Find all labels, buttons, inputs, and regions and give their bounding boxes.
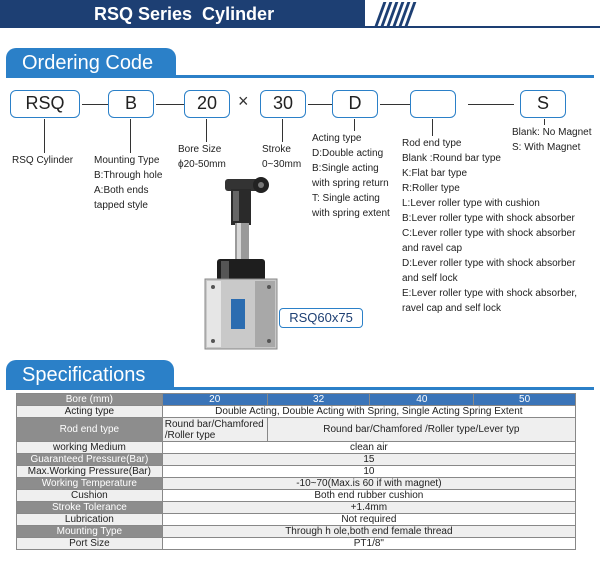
label-rod-end-type: Rod end type Blank :Round bar type K:Fla…	[402, 138, 578, 314]
bore-column-header: 20	[161, 393, 268, 406]
table-row: Rod end type Round bar/Chamfored /Roller…	[16, 417, 577, 442]
code-dash	[468, 104, 514, 105]
code-box-rod-end	[410, 90, 456, 118]
header-stripes	[365, 0, 600, 28]
label-acting-type: Acting type D:Double acting B:Single act…	[312, 133, 390, 219]
label-bore-size: Bore Size ϕ20-50mm	[178, 144, 226, 170]
label-magnet: Blank: No Magnet S: With Magnet	[512, 127, 592, 153]
table-row: Max.Working Pressure(Bar) 10	[16, 465, 577, 478]
bore-column-header: 40	[369, 393, 475, 406]
model-tag: RSQ60x75	[279, 308, 363, 328]
section-rule	[6, 387, 594, 390]
page-header: RSQ Series Cylinder	[0, 0, 600, 28]
connector-line	[282, 119, 283, 142]
connector-line	[354, 119, 355, 131]
row-label: Lubrication	[16, 513, 163, 526]
header-rule	[365, 26, 600, 28]
row-value: Not required	[161, 513, 577, 526]
cylinder-product-image	[204, 177, 278, 350]
row-value: +1.4mm	[161, 501, 577, 514]
code-dash	[156, 104, 184, 105]
code-box-mounting: B	[108, 90, 154, 118]
row-label: Cushion	[16, 489, 163, 502]
row-value: Through h ole,both end female thread	[161, 525, 577, 538]
bore-column-header: 50	[473, 393, 576, 406]
bore-column-header: 32	[266, 393, 371, 406]
specifications-section-header: Specifications	[0, 360, 600, 390]
ordering-code-section-header: Ordering Code	[0, 48, 600, 78]
row-value: clean air	[161, 441, 577, 454]
section-rule	[6, 75, 594, 78]
table-row: Mounting Type Through h ole,both end fem…	[16, 525, 577, 538]
row-value-first: Round bar/Chamfored /Roller type	[161, 417, 268, 442]
code-dash	[380, 104, 410, 105]
section-title: Ordering Code	[6, 48, 176, 78]
connector-line	[130, 119, 131, 153]
table-header-row: Bore (mm) 20 32 40 50	[16, 393, 576, 406]
connector-line	[544, 119, 545, 125]
table-row: Lubrication Not required	[16, 513, 577, 526]
code-dash	[82, 104, 108, 105]
label-series: RSQ Cylinder	[12, 155, 74, 166]
section-title: Specifications	[6, 360, 174, 390]
row-value: Both end rubber cushion	[161, 489, 577, 502]
code-times-sign: ×	[238, 91, 249, 111]
connector-line	[44, 119, 45, 153]
label-mounting-type: Mounting Type B:Through hole A:Both ends…	[94, 155, 163, 211]
row-value: 10	[161, 465, 577, 478]
code-box-stroke: 30	[260, 90, 306, 118]
code-box-bore: 20	[184, 90, 230, 118]
page-title: RSQ Series Cylinder	[94, 4, 275, 24]
row-value: Round bar/Chamfored /Roller type/Lever t…	[266, 417, 577, 442]
row-value: -10~70(Max.is 60 if with magnet)	[161, 477, 577, 490]
specifications-table: Bore (mm) 20 32 40 50 Acting type Double…	[16, 393, 577, 550]
code-dash	[308, 104, 332, 105]
row-value: Double Acting, Double Acting with Spring…	[161, 405, 577, 418]
row-label: Acting type	[16, 405, 163, 418]
header-band	[0, 0, 365, 28]
row-label: Max.Working Pressure(Bar)	[16, 465, 163, 478]
table-row: Port Size PT1/8"	[16, 537, 577, 550]
label-stroke: Stroke 0~30mm	[262, 144, 302, 170]
row-label: Rod end type	[16, 417, 163, 442]
row-label: Working Temperature	[16, 477, 163, 490]
table-row: working Medium clean air	[16, 441, 577, 454]
row-value: 15	[161, 453, 577, 466]
code-box-magnet: S	[520, 90, 566, 118]
row-label: Mounting Type	[16, 525, 163, 538]
connector-line	[206, 119, 207, 142]
code-box-series: RSQ	[10, 90, 80, 118]
row-label: Stroke Tolerance	[16, 501, 163, 514]
table-row: Cushion Both end rubber cushion	[16, 489, 577, 502]
table-row: Working Temperature -10~70(Max.is 60 if …	[16, 477, 577, 490]
table-row: Acting type Double Acting, Double Acting…	[16, 405, 577, 418]
table-row: Stroke Tolerance +1.4mm	[16, 501, 577, 514]
row-value: PT1/8"	[161, 537, 577, 550]
connector-line	[432, 119, 433, 136]
table-row: Guaranteed Pressure(Bar) 15	[16, 453, 577, 466]
row-label: Port Size	[16, 537, 163, 550]
bore-header-label: Bore (mm)	[16, 393, 163, 406]
row-label: working Medium	[16, 441, 163, 454]
code-box-acting: D	[332, 90, 378, 118]
row-label: Guaranteed Pressure(Bar)	[16, 453, 163, 466]
